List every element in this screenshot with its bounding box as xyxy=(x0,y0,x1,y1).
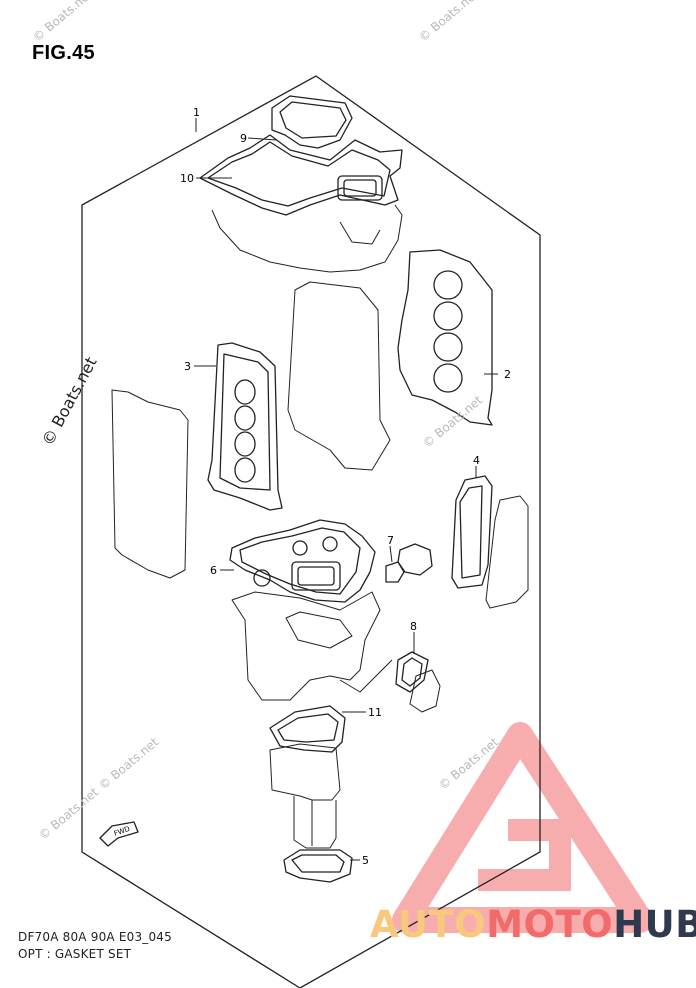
figure-caption: OPT : GASKET SET xyxy=(18,947,132,961)
model-code-label: DF70A 80A 90A E03_045 xyxy=(18,930,172,944)
callout-9: 9 xyxy=(240,132,247,145)
automotohub-wordmark: AUTOMOTOHUB xyxy=(370,903,696,946)
brand-part-auto: AUTO xyxy=(370,903,487,946)
callout-5: 5 xyxy=(362,854,369,867)
callout-8: 8 xyxy=(410,620,417,633)
callout-1: 1 xyxy=(193,106,200,119)
exhaust-pipe-silhouette xyxy=(269,743,341,849)
side-cover-silhouette xyxy=(111,389,189,579)
fwd-arrow-icon xyxy=(99,821,139,847)
side-plate-silhouette xyxy=(485,495,529,609)
gasket-part-8 xyxy=(395,651,429,693)
callout-3: 3 xyxy=(184,360,191,373)
flange-silhouette xyxy=(409,669,441,713)
callout-2: 2 xyxy=(504,368,511,381)
callout-4: 4 xyxy=(473,454,480,467)
gasket-part-5 xyxy=(283,849,353,883)
cylinder-block-silhouette xyxy=(287,281,391,471)
gasket-part-7 xyxy=(385,543,433,583)
callout-6: 6 xyxy=(210,564,217,577)
brand-part-hub: HUB xyxy=(613,903,696,946)
gasket-part-4 xyxy=(451,475,493,589)
kit-boundary-outline xyxy=(81,75,541,988)
gasket-part-10 xyxy=(199,134,403,216)
gasket-part-9 xyxy=(271,95,353,149)
gasket-part-6 xyxy=(229,519,376,603)
callout-10: 10 xyxy=(180,172,194,185)
callout-numbers: 1 2 3 4 5 6 7 8 9 10 11 xyxy=(180,106,511,867)
callout-11: 11 xyxy=(368,706,382,719)
figure-title: FIG.45 xyxy=(32,42,95,64)
gasket-part-11 xyxy=(269,705,346,753)
leader-lines xyxy=(194,118,498,861)
cylinder-head-cover-silhouette xyxy=(211,204,403,273)
brand-part-moto: MOTO xyxy=(486,903,614,946)
automotohub-logo-mark xyxy=(392,722,653,933)
gasket-part-3 xyxy=(207,342,283,511)
lower-housing-silhouette xyxy=(231,591,393,701)
gasket-part-2 xyxy=(397,249,493,426)
callout-7: 7 xyxy=(387,534,394,547)
